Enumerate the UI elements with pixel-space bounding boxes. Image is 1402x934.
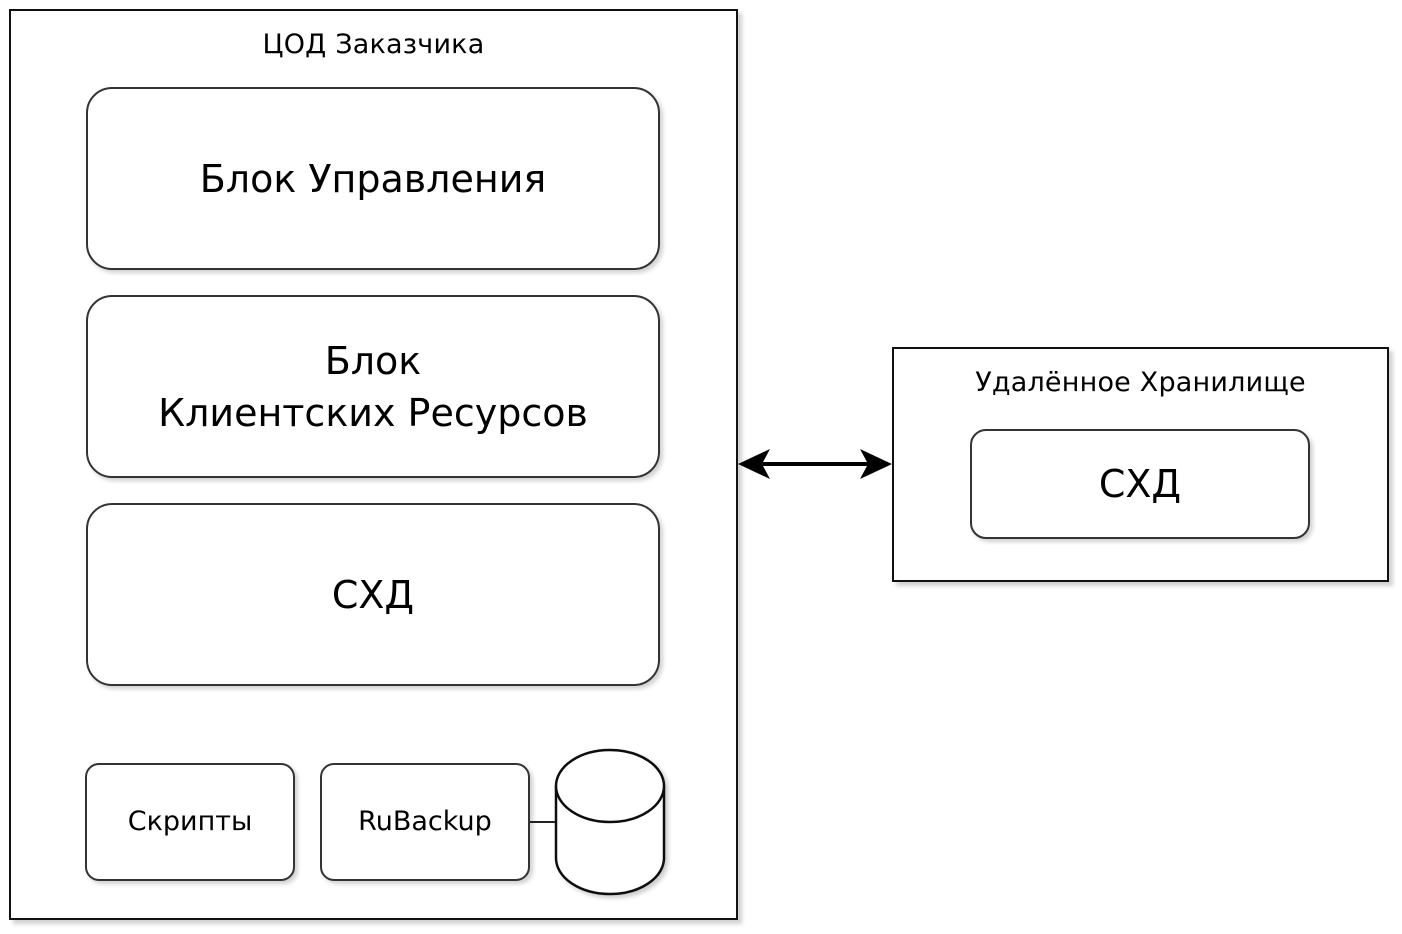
customer-dc-title: ЦОД Заказчика <box>262 29 485 60</box>
remote-storage-block: СХД <box>970 429 1310 539</box>
customer-storage-block-label: СХД <box>331 572 415 617</box>
rubackup-block: RuBackup <box>320 763 530 881</box>
remote-storage-title: Удалённое Хранилище <box>975 367 1306 398</box>
scripts-block: Скрипты <box>85 763 295 881</box>
customer-storage-block: СХД <box>86 503 660 686</box>
client-resources-block-label: Блок Клиентских Ресурсов <box>158 338 588 435</box>
remote-storage-block-label: СХД <box>1098 462 1182 506</box>
rubackup-block-label: RuBackup <box>358 806 492 837</box>
bidirectional-arrow <box>738 449 892 479</box>
scripts-block-label: Скрипты <box>127 806 253 837</box>
client-resources-block: Блок Клиентских Ресурсов <box>86 295 660 478</box>
management-block-label: Блок Управления <box>199 156 547 201</box>
management-block: Блок Управления <box>86 87 660 270</box>
